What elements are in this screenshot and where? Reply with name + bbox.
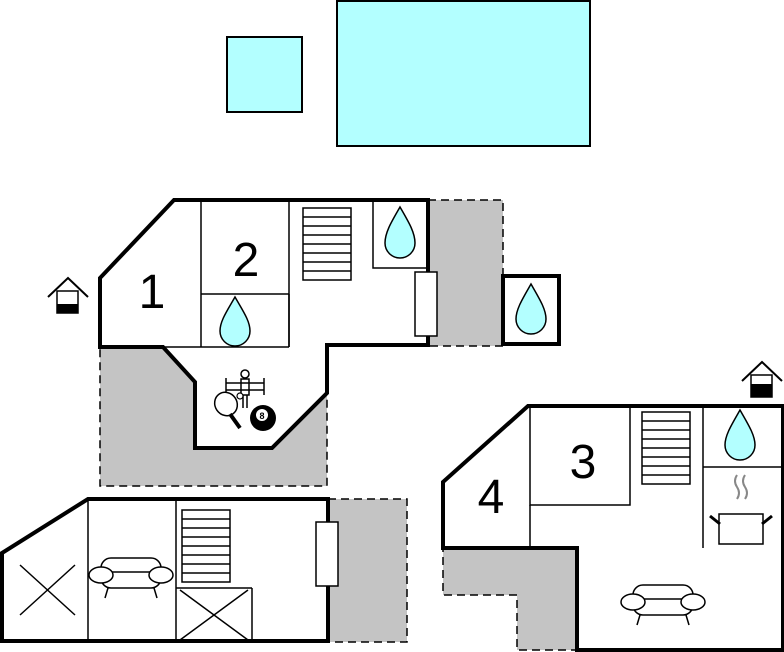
stove-icon [709, 474, 773, 545]
water-drop-icon [219, 295, 251, 347]
terrace-lower-right [442, 547, 578, 651]
terrace-lower-left [327, 498, 408, 643]
table-tennis-icon [213, 391, 244, 430]
door-icon [414, 271, 438, 337]
house-entrance-icon [741, 360, 783, 398]
stairs-icon [641, 411, 691, 485]
stairs-icon [302, 207, 352, 281]
outdoor-bathroom [501, 274, 561, 346]
storage-x-icon [179, 589, 249, 641]
building-b-outline [0, 497, 330, 643]
door-icon [315, 521, 339, 587]
water-drop-icon [515, 282, 547, 335]
room-4-label: 4 [478, 471, 505, 524]
terrace-upper-right [427, 199, 504, 347]
sofa-icon [88, 557, 174, 599]
room-1-label: 1 [139, 266, 166, 319]
small-pool [226, 36, 303, 113]
pool-ball-number: 8 [259, 411, 264, 421]
building-c-outline [441, 404, 784, 652]
stairs-icon [181, 509, 231, 583]
foosball-icon [225, 369, 265, 408]
water-drop-icon [724, 408, 756, 461]
room-2-label: 2 [233, 234, 260, 287]
house-entrance-icon [47, 276, 89, 314]
billiard-ball-icon: 8 [250, 405, 276, 431]
storage-x-icon [19, 564, 76, 616]
sofa-icon [620, 584, 706, 626]
room-3-label: 3 [570, 436, 597, 489]
water-drop-icon [384, 205, 416, 259]
terrace-upper-left [99, 346, 328, 487]
large-pool [336, 0, 591, 147]
